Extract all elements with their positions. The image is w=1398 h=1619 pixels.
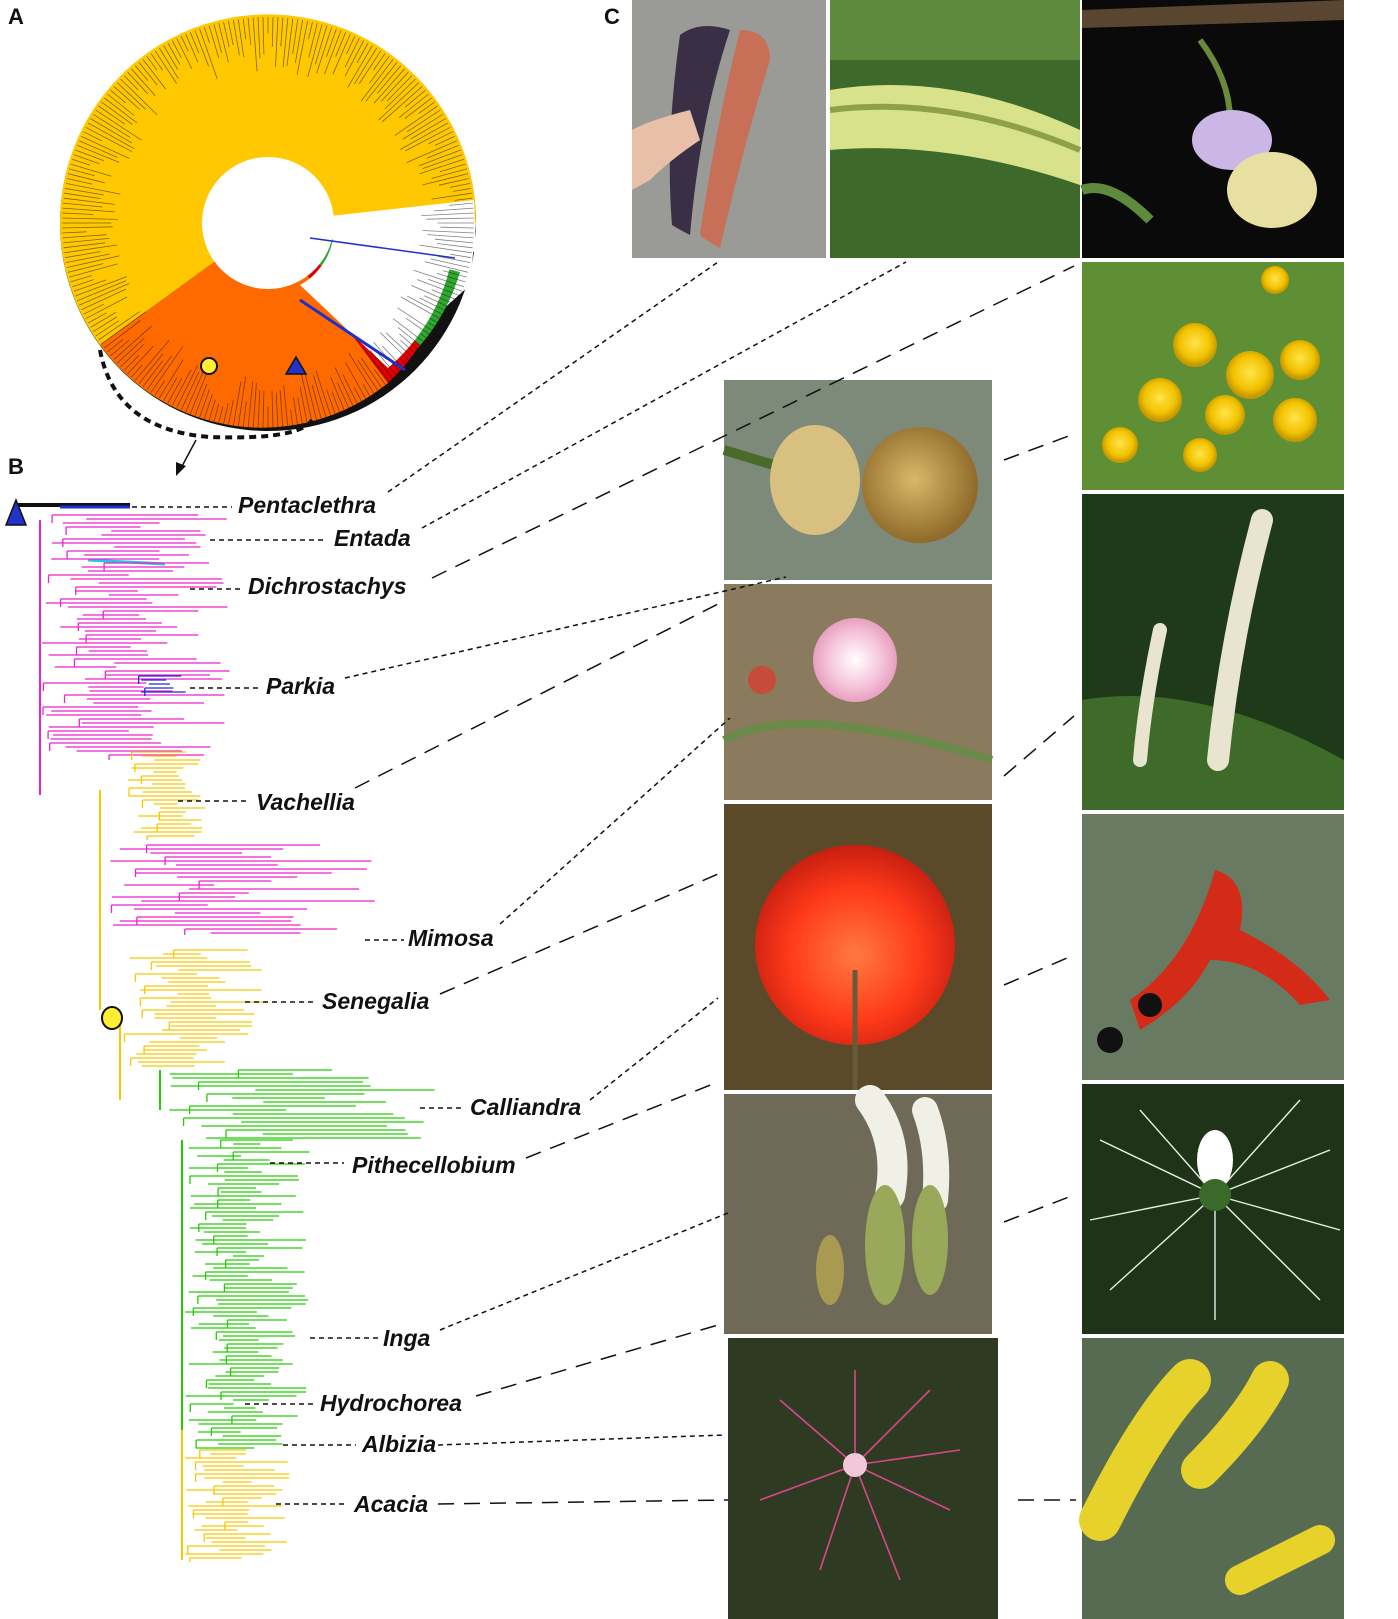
- genus-label: Inga: [383, 1325, 430, 1351]
- panel-letter-a: A: [8, 4, 24, 29]
- genus-label: Senegalia: [322, 988, 430, 1014]
- genus-texts: Pentaclethra Entada Dichrostachys Parkia…: [238, 492, 581, 1517]
- connector-vachellia: [355, 604, 718, 788]
- genus-label: Entada: [334, 525, 411, 551]
- panel-letter-c: C: [604, 4, 620, 29]
- photo-grid: [632, 0, 1344, 1619]
- connector-acacia: [438, 1500, 728, 1504]
- circular-tree: [60, 14, 476, 476]
- connector-hydrochorea: [476, 1325, 718, 1396]
- genus-label: Pithecellobium: [352, 1152, 516, 1178]
- genus-label: Acacia: [353, 1491, 428, 1517]
- photo-pentaclethra-pod: [632, 0, 826, 258]
- photo-mimosa-pink-puff: [724, 584, 992, 800]
- photo-pithecellobium-white: [1082, 1084, 1344, 1334]
- genus-label: Vachellia: [256, 789, 355, 815]
- zoom-arrow-head: [176, 462, 186, 476]
- connector-inga: [440, 1213, 728, 1330]
- genus-label: Dichrostachys: [248, 573, 407, 599]
- connector-right-3: [1004, 955, 1074, 985]
- photo-senegalia-red-puff: [724, 804, 992, 1090]
- connector-mimosa: [500, 718, 730, 924]
- connector-right-2: [1004, 716, 1074, 776]
- connector-parkia: [345, 577, 786, 678]
- photo-calliandra-red-pod: [1082, 814, 1344, 1080]
- genus-label: Pentaclethra: [238, 492, 376, 518]
- connector-albizia: [438, 1435, 724, 1445]
- photo-dichrostachys-flower: [1082, 0, 1344, 258]
- circle-marker: [201, 358, 217, 374]
- genus-label: Parkia: [266, 673, 335, 699]
- photo-entada-spike: [830, 0, 1080, 258]
- genus-label: Calliandra: [470, 1094, 581, 1120]
- connector-calliandra: [590, 998, 718, 1100]
- photo-albizia-pink: [728, 1338, 998, 1619]
- genus-label: Albizia: [361, 1431, 436, 1457]
- genus-label: Hydrochorea: [320, 1390, 462, 1416]
- tree-circle-marker: [102, 1007, 122, 1029]
- photo-inga-white-brush: [724, 1094, 992, 1334]
- connector-right-4: [1004, 1195, 1074, 1222]
- photo-vachellia-yellow-balls: [1082, 262, 1344, 490]
- connector-right-1: [1004, 434, 1074, 460]
- panel-letter-b: B: [8, 454, 24, 479]
- photo-vachellia-spike: [1082, 494, 1344, 810]
- photo-acacia-yellow-spikes: [1082, 1338, 1344, 1619]
- genus-label: Mimosa: [408, 925, 494, 951]
- photo-dichrostachys-head: [724, 380, 992, 580]
